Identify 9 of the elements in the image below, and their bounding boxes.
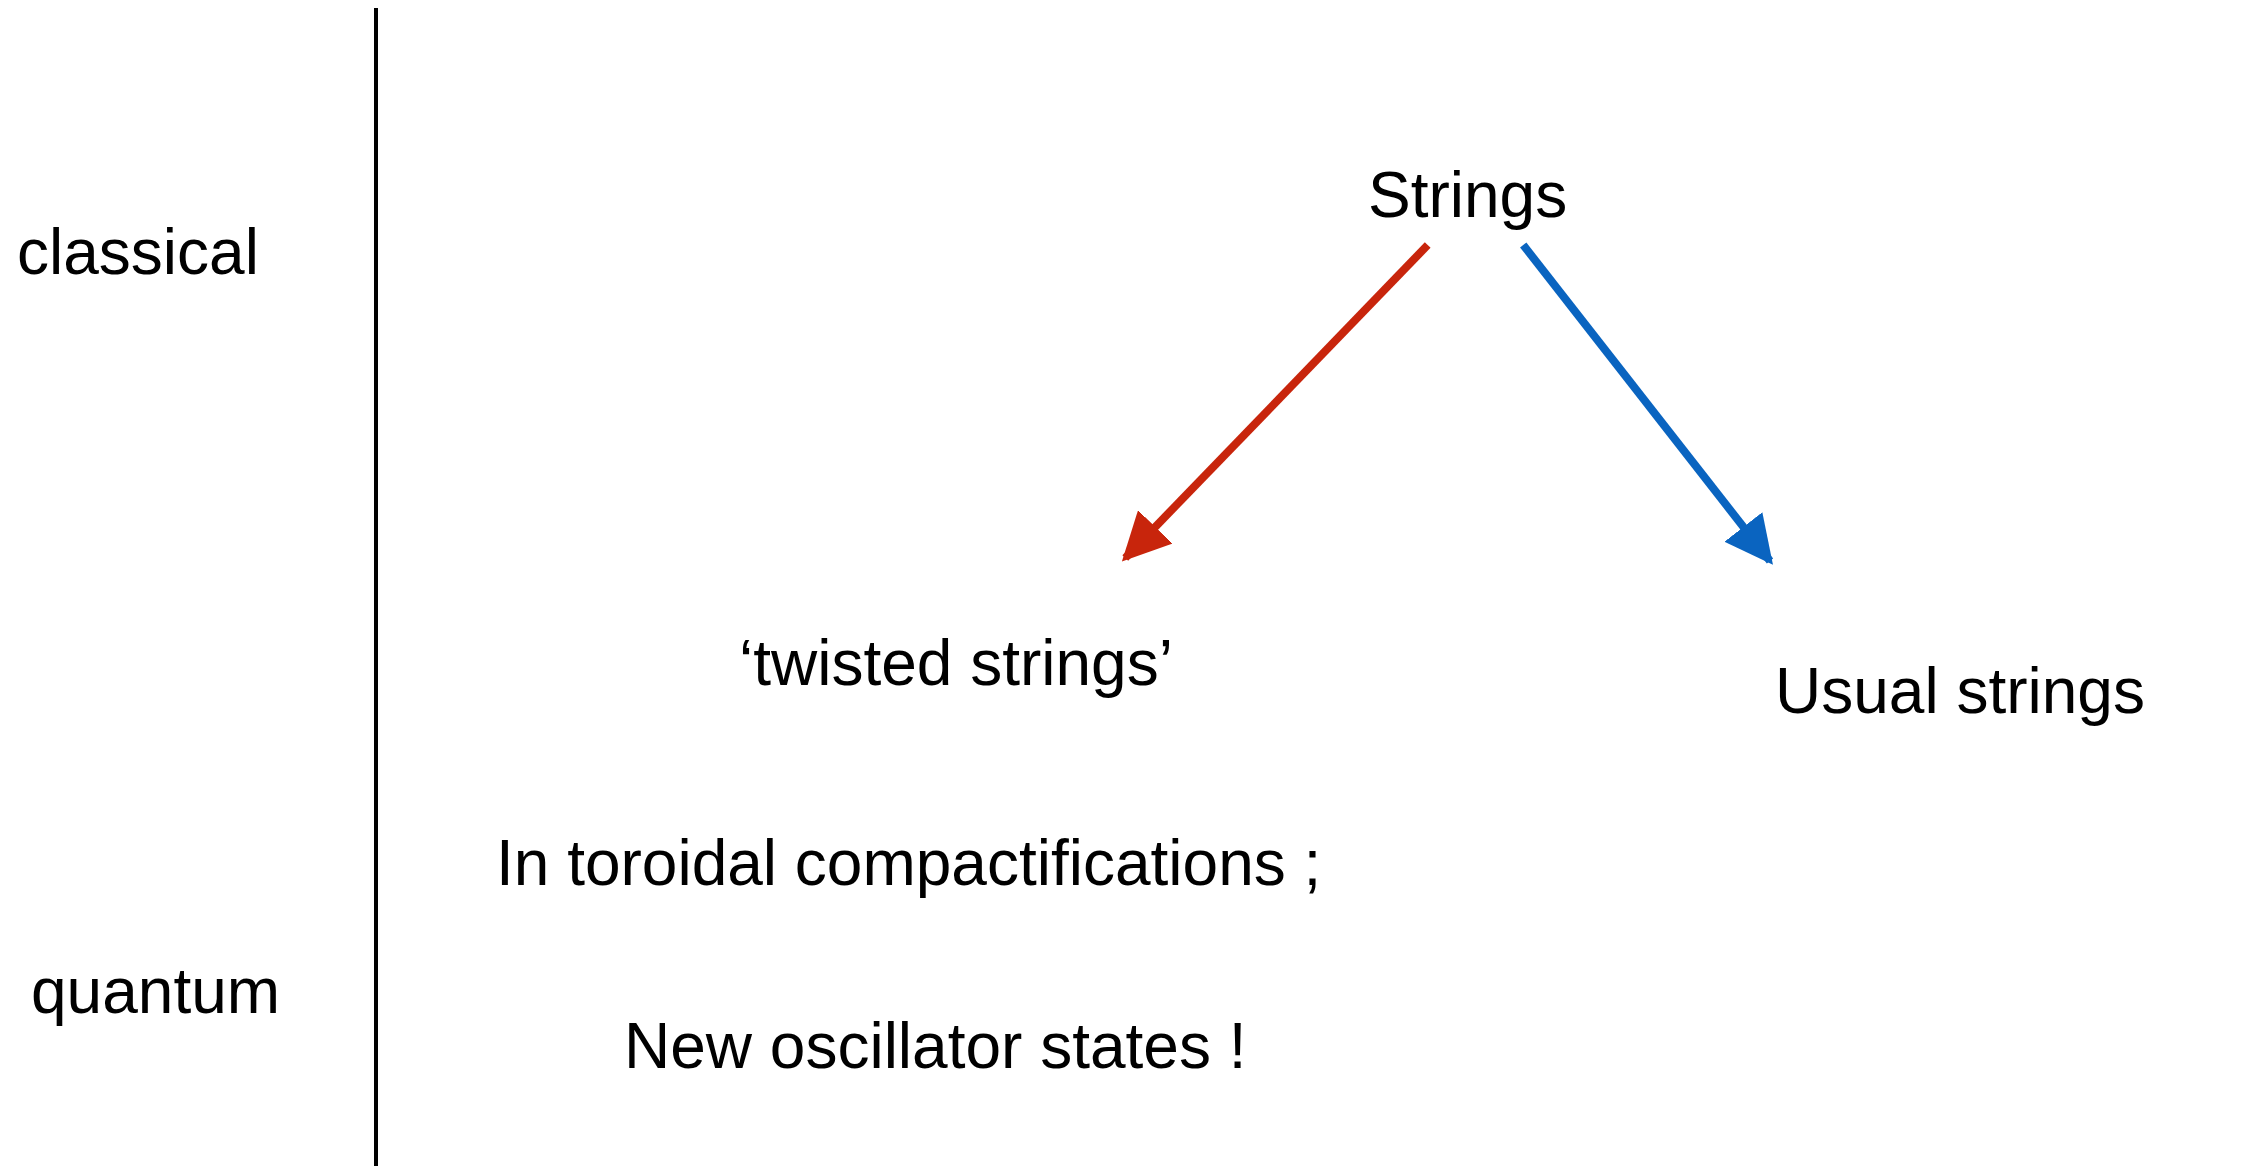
label-text: classical (17, 217, 259, 288)
arrow (1520, 242, 1774, 565)
node-text: Usual strings (1775, 656, 2145, 727)
label-text: New oscillator states ! (624, 1011, 1247, 1082)
node-text: Strings (1368, 160, 1568, 231)
label-text: In toroidal compactifications ; (496, 828, 1322, 899)
node-text: ‘twisted strings’ (739, 628, 1173, 699)
arrow (1121, 242, 1431, 562)
label-text: quantum (31, 956, 281, 1027)
